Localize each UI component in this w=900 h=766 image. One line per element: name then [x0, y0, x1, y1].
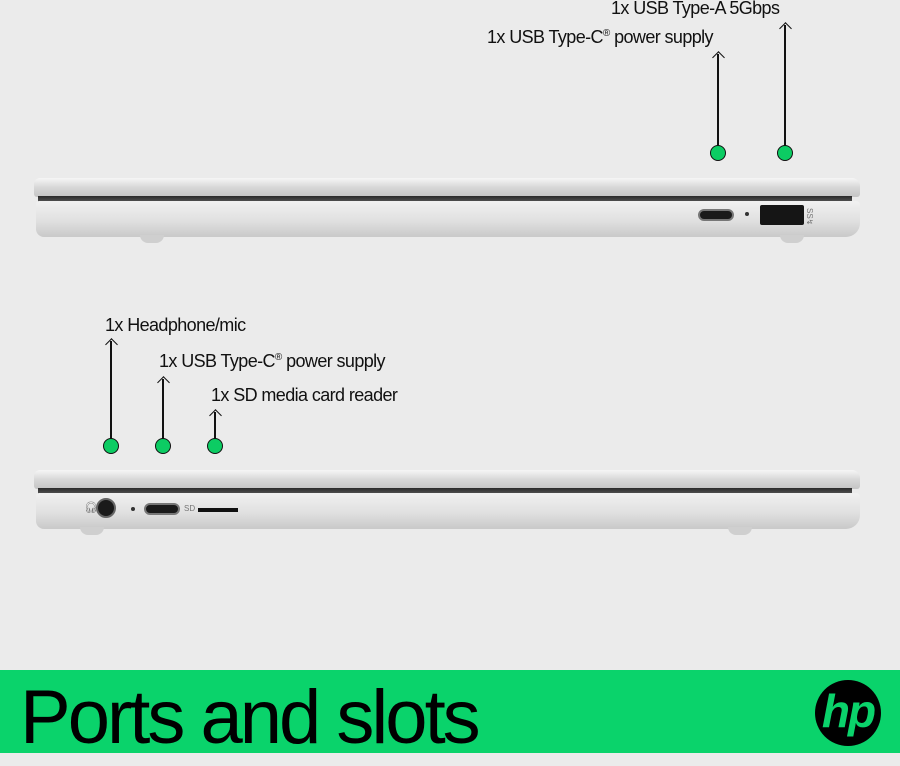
- callout-line: [784, 25, 786, 146]
- arrow-up-icon: [779, 22, 792, 35]
- rubber-foot: [780, 235, 804, 243]
- headphone-icon: 🎧︎: [84, 502, 98, 514]
- label-text: power supply: [609, 27, 713, 47]
- laptop-lid: [34, 178, 860, 197]
- rubber-foot: [80, 527, 104, 535]
- usb-a-port: [760, 205, 804, 225]
- hinge-gap: [38, 196, 852, 202]
- laptop-lid: [34, 470, 860, 489]
- ss-mark: SS↯: [805, 208, 814, 226]
- callout-dot: [155, 438, 171, 454]
- label-usb-a: 1x USB Type-A 5Gbps: [611, 0, 780, 18]
- arrow-up-icon: [712, 51, 725, 64]
- sd-card-slot: [198, 508, 238, 512]
- arrow-up-icon: [209, 409, 222, 422]
- charge-led: [131, 507, 135, 511]
- callout-line: [214, 412, 216, 439]
- laptop-right-side: SS↯: [34, 178, 860, 248]
- callout-line: [717, 54, 719, 146]
- charge-led: [745, 212, 749, 216]
- callout-dot: [207, 438, 223, 454]
- rubber-foot: [728, 527, 752, 535]
- sd-mark: SD: [184, 504, 196, 513]
- callout-dot: [777, 145, 793, 161]
- callout-line: [162, 379, 164, 439]
- rubber-foot: [140, 235, 164, 243]
- label-text: power supply: [281, 351, 385, 371]
- callout-dot: [710, 145, 726, 161]
- usb-c-port: [144, 503, 180, 515]
- title-banner: Ports and slots hp: [0, 670, 900, 760]
- usb-c-port: [698, 209, 734, 221]
- registered-mark: ®: [274, 352, 282, 363]
- label-text: 1x USB Type-C: [487, 27, 604, 47]
- page-title: Ports and slots: [20, 675, 481, 760]
- hinge-gap: [38, 488, 852, 494]
- callout-dot: [103, 438, 119, 454]
- label-usb-c-power: 1x USB Type-C® power supply: [159, 351, 386, 372]
- registered-mark: ®: [602, 28, 610, 39]
- label-headphone: 1x Headphone/mic: [105, 315, 246, 335]
- laptop-base: [36, 201, 860, 237]
- laptop-left-side: 🎧︎ SD: [34, 470, 860, 540]
- label-text: 1x USB Type-C: [159, 351, 276, 371]
- hp-logo: hp: [815, 680, 881, 746]
- arrow-up-icon: [157, 376, 170, 389]
- callout-line: [110, 341, 112, 439]
- headphone-jack: [96, 498, 116, 518]
- label-sd-reader: 1x SD media card reader: [211, 385, 398, 405]
- arrow-up-icon: [105, 338, 118, 351]
- label-usb-c-power: 1x USB Type-C® power supply: [487, 27, 714, 48]
